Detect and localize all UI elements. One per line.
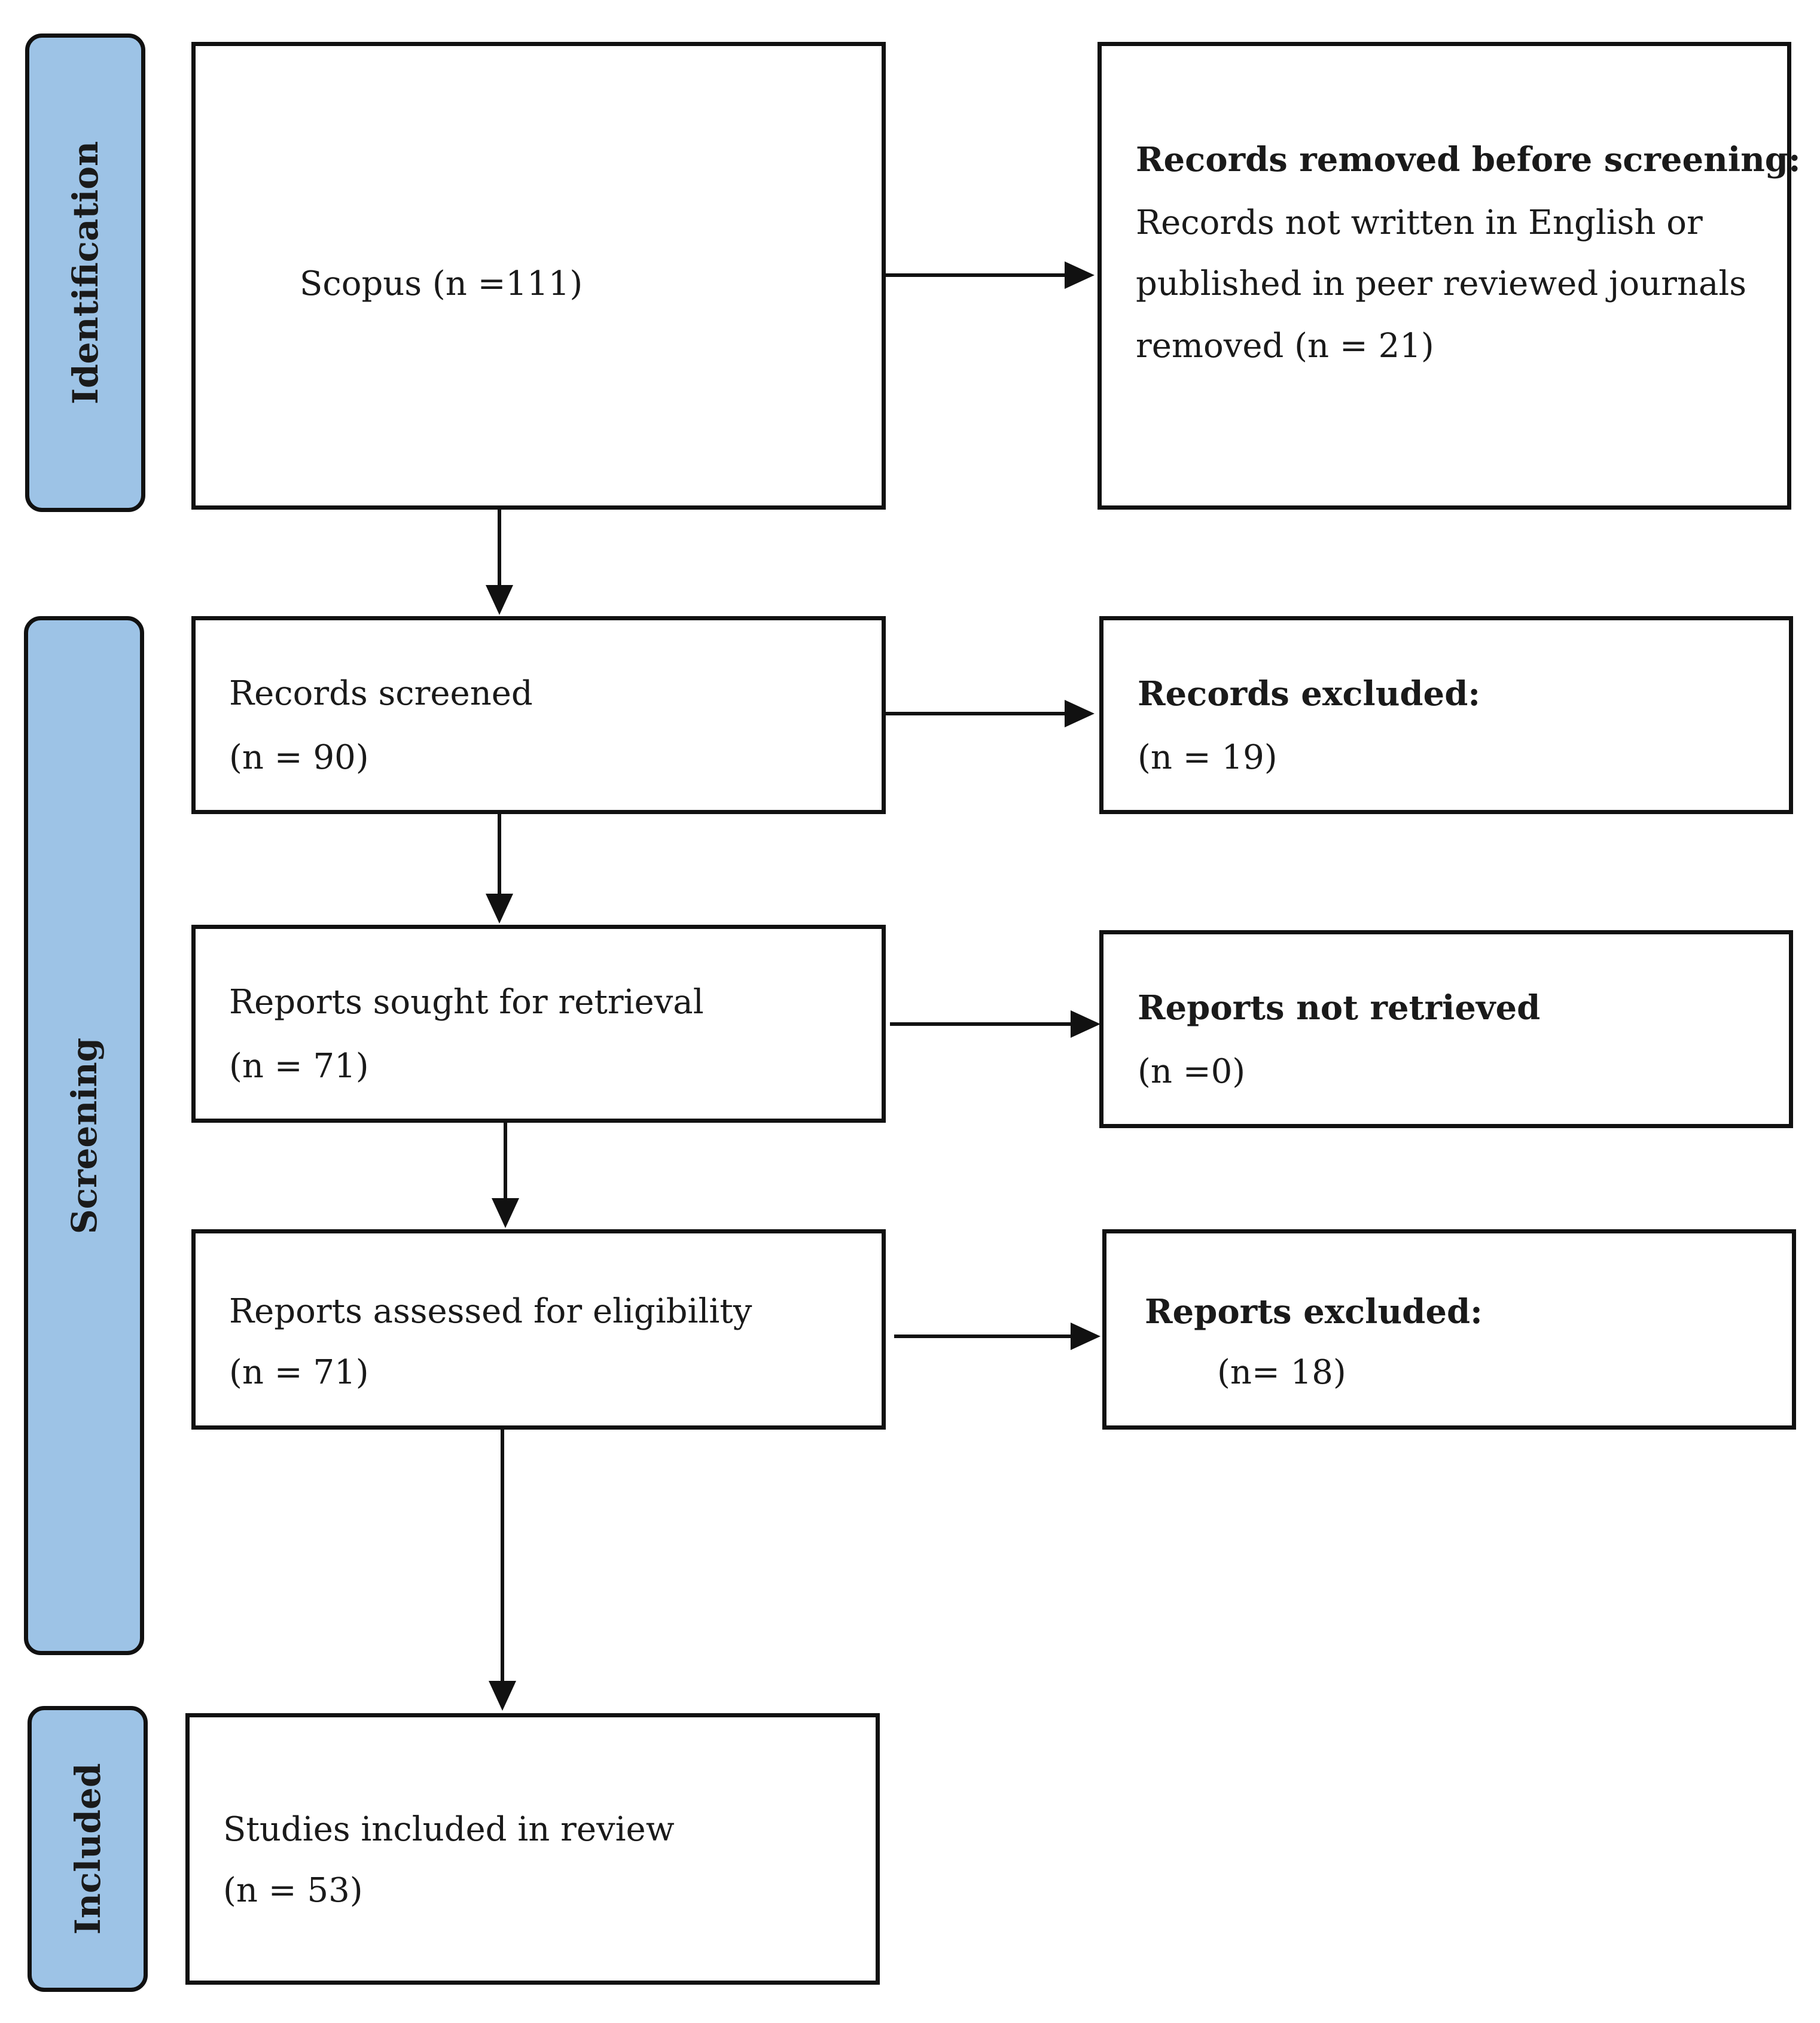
arrowhead-not-retrieved [1071, 1010, 1100, 1038]
scopus-text: Scopus (n =111) [300, 264, 583, 303]
box-records-screened: Records screened (n = 90) [191, 616, 886, 814]
phase-included-label: Included [67, 1763, 108, 1935]
arrowhead-screened [486, 585, 513, 615]
records-excluded-label: Records excluded: [1138, 674, 1481, 714]
box-reports-excluded: Reports excluded: (n= 18) [1102, 1229, 1796, 1430]
arrowhead-removed [1065, 261, 1095, 289]
phase-identification: Identification [25, 33, 145, 512]
box-reports-assessed: Reports assessed for eligibility (n = 71… [191, 1229, 886, 1430]
box-records-removed: Records removed before screening: Record… [1098, 42, 1801, 510]
studies-included-count: (n = 53) [223, 1871, 363, 1910]
records-removed-line2: published in peer reviewed journals [1136, 264, 1746, 303]
studies-included-label: Studies included in review [223, 1810, 675, 1849]
box-records-excluded: Records excluded: (n = 19) [1099, 616, 1793, 814]
reports-assessed-count: (n = 71) [229, 1353, 369, 1392]
arrowhead-reports-excluded [1071, 1323, 1100, 1350]
arrowhead-included [489, 1681, 516, 1711]
phase-screening: Screening [24, 616, 144, 1655]
box-studies-included: Studies included in review (n = 53) [185, 1713, 880, 1985]
records-removed-line1: Records not written in English or [1136, 203, 1703, 242]
reports-not-retrieved-label: Reports not retrieved [1138, 988, 1541, 1028]
reports-sought-label: Reports sought for retrieval [229, 983, 704, 1022]
box-reports-not-retrieved: Reports not retrieved (n =0) [1099, 930, 1793, 1128]
arrowhead-assessed [492, 1198, 519, 1228]
phase-identification-label: Identification [65, 141, 106, 405]
arrowhead-excluded [1065, 700, 1095, 727]
box-reports-sought: Reports sought for retrieval (n = 71) [191, 925, 886, 1123]
reports-excluded-count: (n= 18) [1217, 1353, 1346, 1392]
reports-assessed-label: Reports assessed for eligibility [229, 1292, 752, 1331]
records-removed-title: Records removed before screening: [1136, 140, 1801, 179]
phase-screening-label: Screening [63, 1037, 105, 1234]
records-screened-count: (n = 90) [229, 738, 369, 777]
reports-sought-count: (n = 71) [229, 1047, 369, 1086]
records-removed-line3: removed (n = 21) [1136, 327, 1434, 365]
box-scopus: Scopus (n =111) [191, 42, 886, 510]
records-screened-label: Records screened [229, 674, 533, 713]
reports-not-retrieved-count: (n =0) [1138, 1052, 1246, 1091]
reports-excluded-label: Reports excluded: [1145, 1292, 1483, 1332]
arrowhead-sought [486, 894, 513, 924]
phase-included: Included [28, 1706, 148, 1992]
records-excluded-count: (n = 19) [1138, 738, 1278, 777]
